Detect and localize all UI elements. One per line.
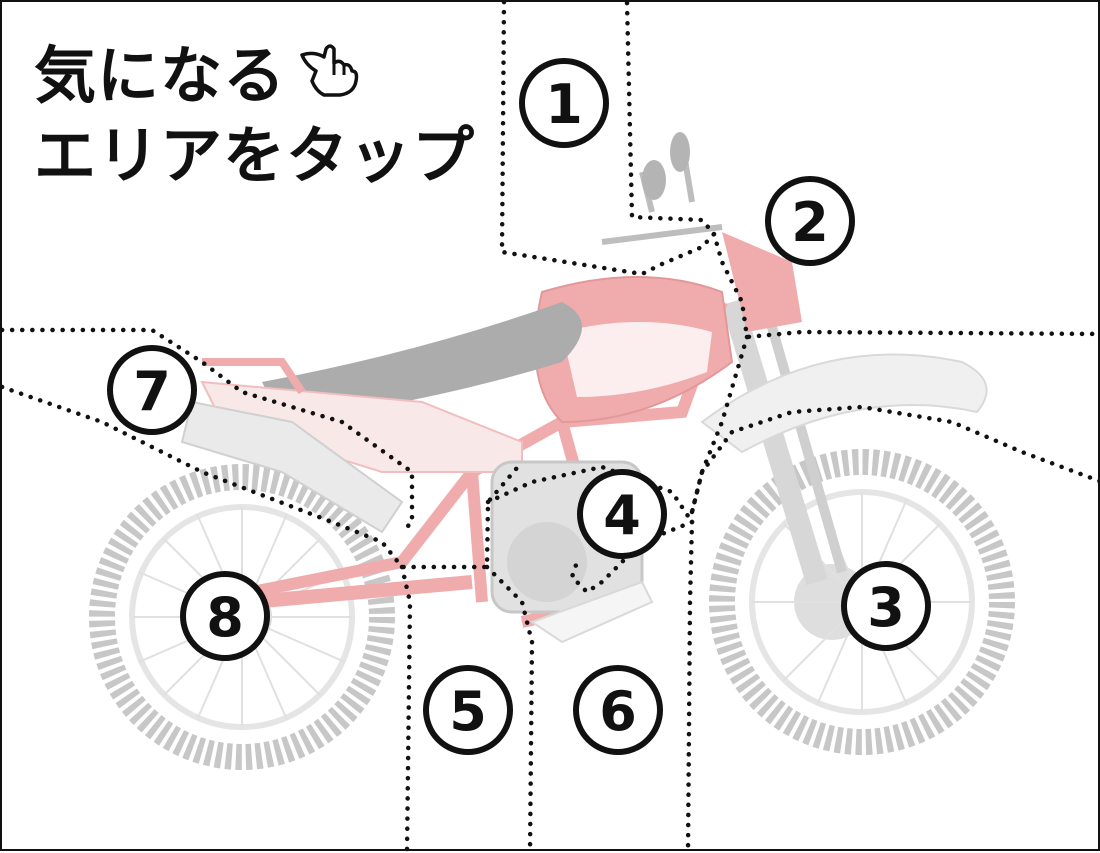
- area-marker-7[interactable]: 7: [107, 345, 197, 435]
- area-number-1: 1: [545, 73, 583, 136]
- area-marker-1[interactable]: 1: [519, 58, 609, 148]
- area-marker-5[interactable]: 5: [423, 665, 513, 755]
- muffler: [180, 400, 404, 534]
- area-number-4: 4: [603, 484, 641, 547]
- area-number-5: 5: [449, 680, 487, 743]
- area-marker-2[interactable]: 2: [765, 176, 855, 266]
- front-fender: [700, 353, 988, 454]
- skid-plate: [529, 580, 654, 644]
- area-marker-3[interactable]: 3: [841, 561, 931, 651]
- instruction-text-1: 気になる: [34, 39, 287, 112]
- area-number-8: 8: [206, 586, 244, 649]
- front-fork: [721, 290, 847, 586]
- instruction-heading: 気になる エリアをタップ: [34, 38, 475, 194]
- area-number-2: 2: [791, 191, 829, 254]
- instruction-line-2: エリアをタップ: [34, 119, 476, 193]
- area-marker-4[interactable]: 4: [577, 469, 667, 559]
- fuel-tank: [534, 276, 734, 424]
- area-number-7: 7: [133, 360, 171, 423]
- area-marker-6[interactable]: 6: [573, 665, 663, 755]
- hand-pointer-icon: [296, 41, 360, 118]
- seat: [262, 302, 582, 422]
- area-number-6: 6: [599, 680, 637, 743]
- area-number-3: 3: [867, 576, 905, 639]
- area-marker-8[interactable]: 8: [180, 571, 270, 661]
- instruction-line-1: 気になる: [34, 38, 475, 118]
- swing-arm: [251, 575, 473, 609]
